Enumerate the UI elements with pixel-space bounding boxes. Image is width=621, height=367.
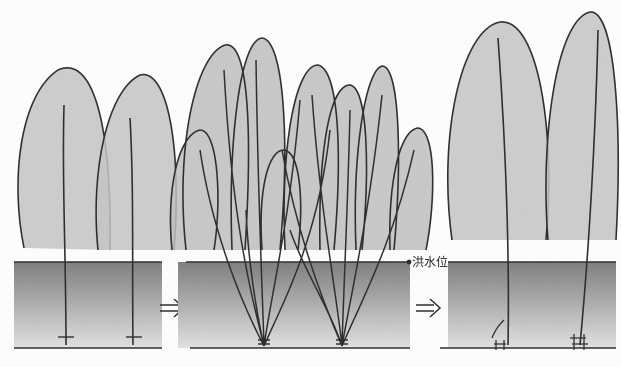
paper-grain-texture <box>0 0 621 367</box>
willow-flood-diagram: 洪水位 <box>0 0 621 367</box>
